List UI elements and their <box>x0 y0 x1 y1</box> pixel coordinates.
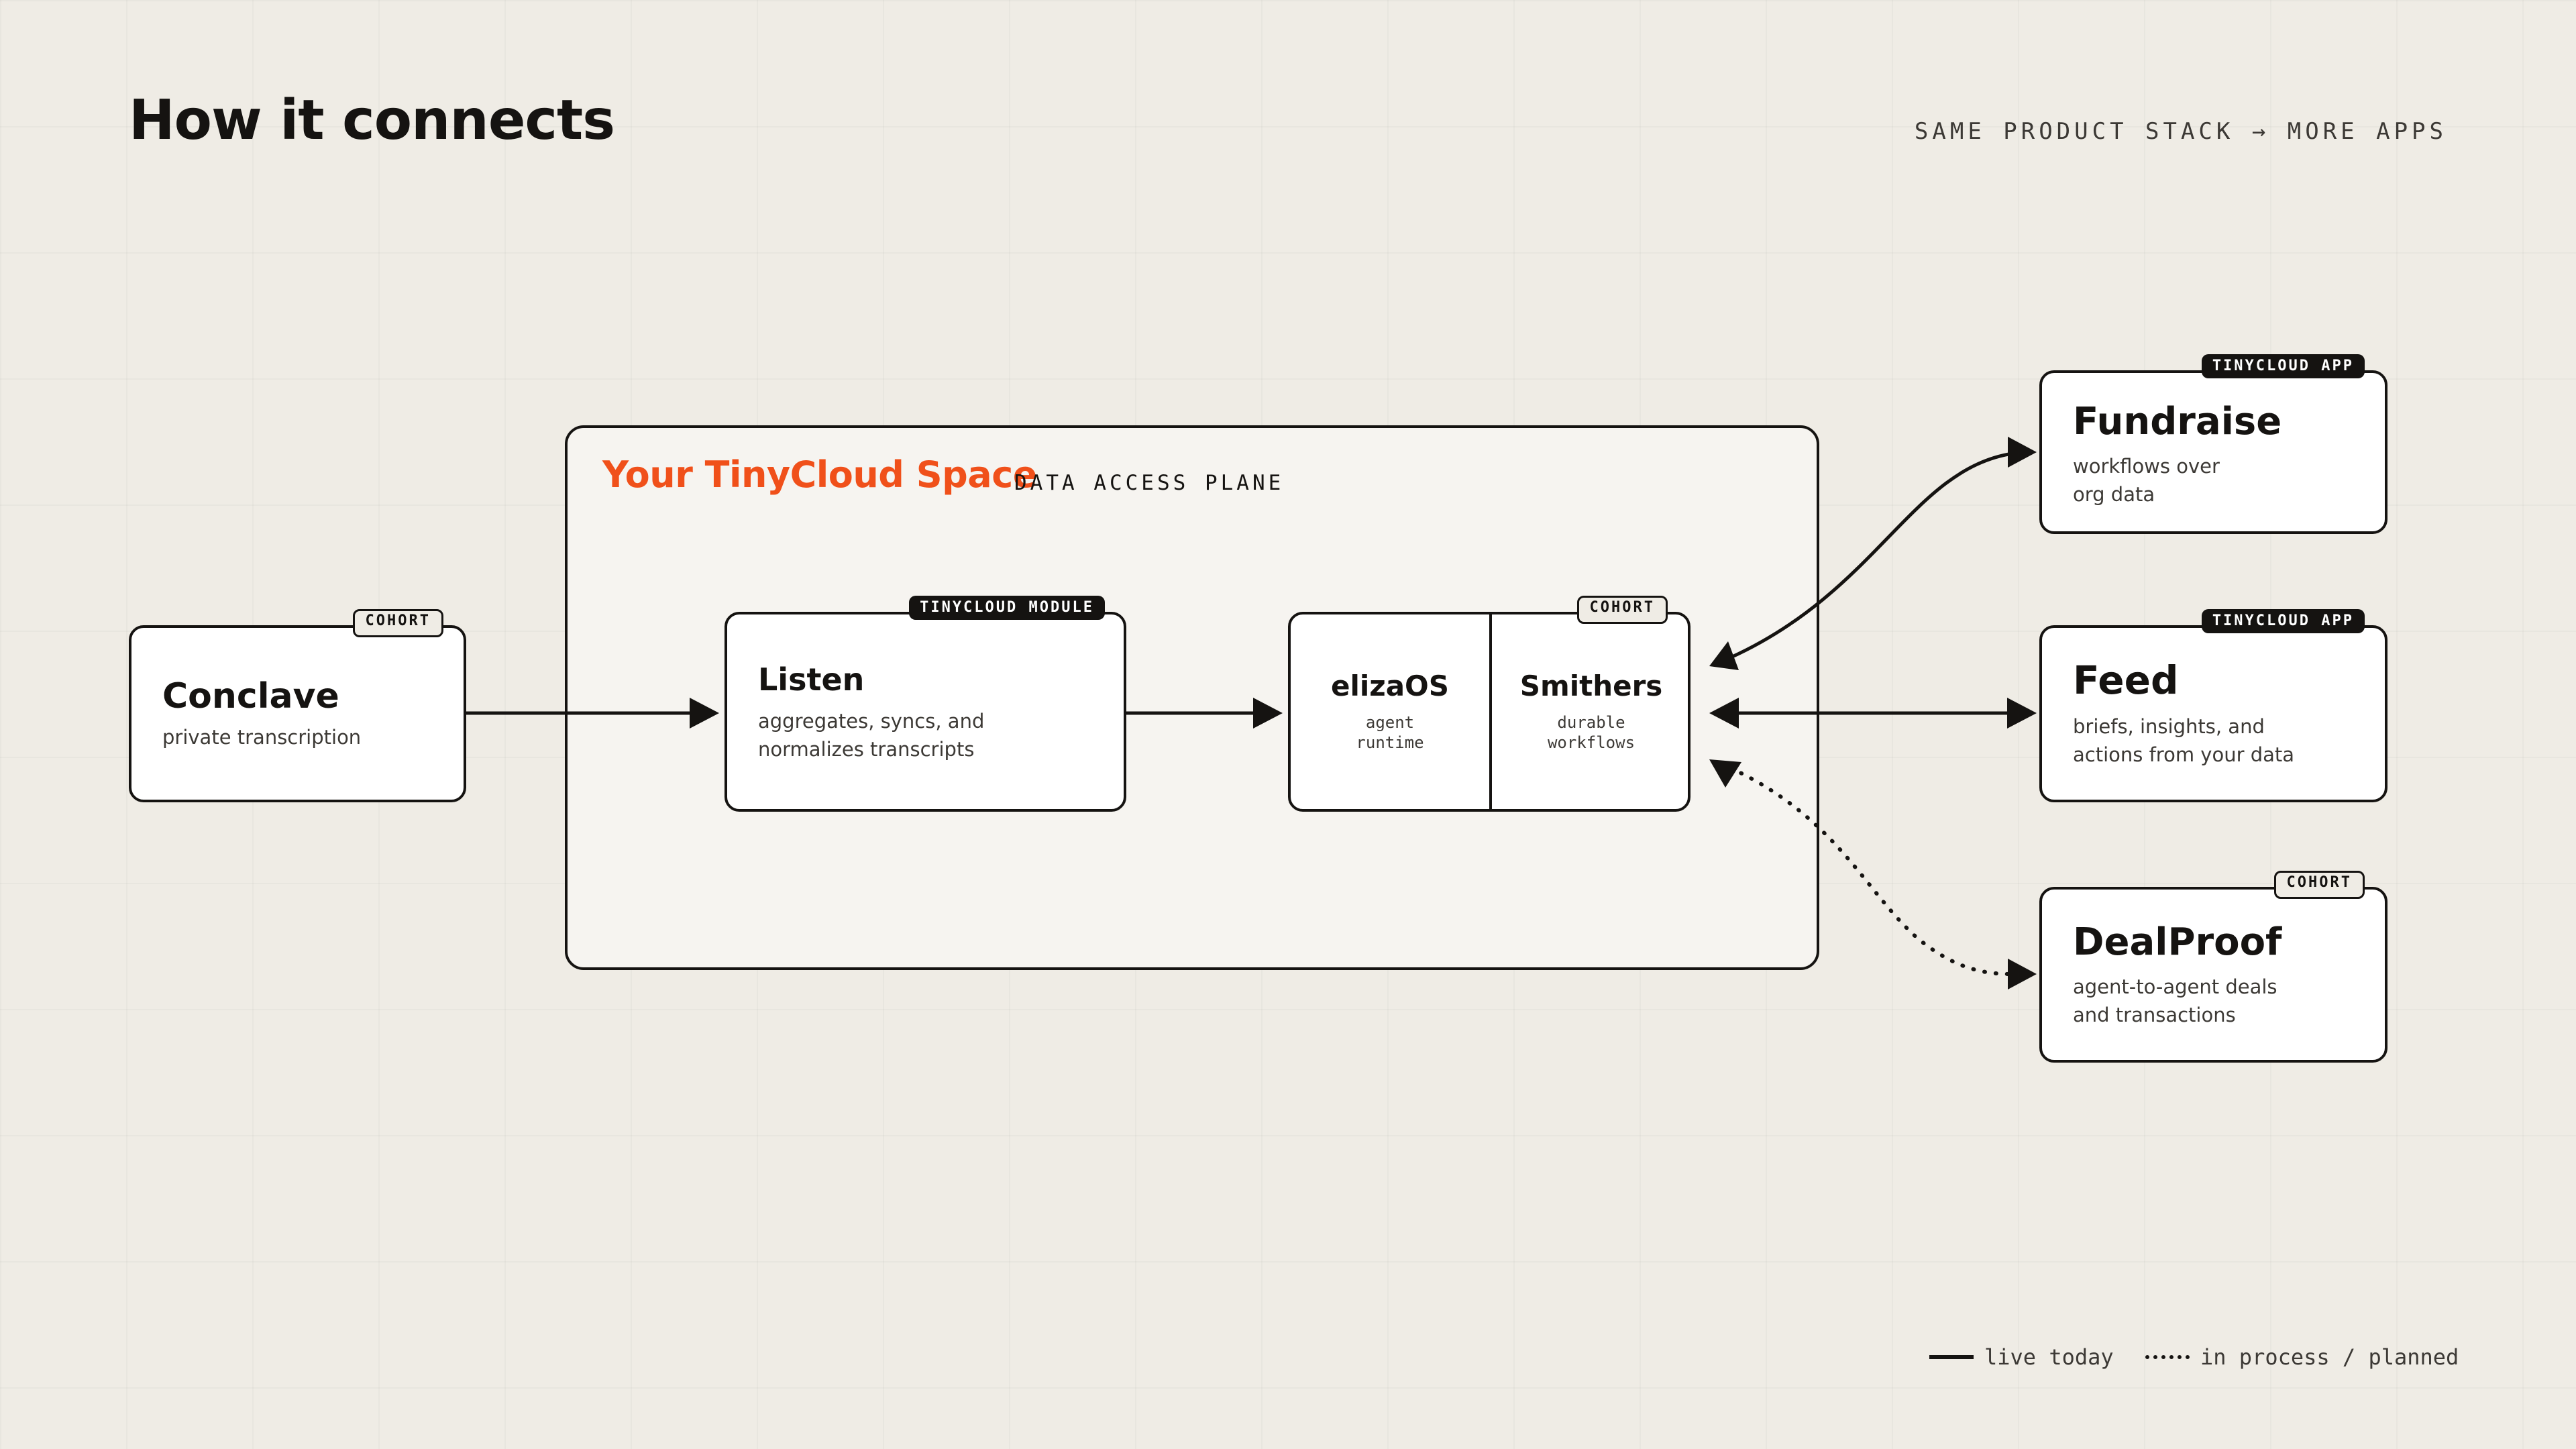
elizaos-desc-line1: agent <box>1365 713 1415 732</box>
space-title: Your TinyCloud Space <box>602 453 1037 496</box>
listen-desc: aggregates, syncs, and normalizes transc… <box>758 710 985 761</box>
fundraise-card: TINYCLOUD APP Fundraise workflows over o… <box>2039 354 2387 534</box>
arrowhead-eliza <box>1253 698 1283 729</box>
smithers-desc-line1: durable <box>1557 713 1625 732</box>
conclave-card: COHORT Conclave private transcription <box>129 609 466 802</box>
cohort-badge: COHORT <box>1576 596 1668 624</box>
conclave-desc: private transcription <box>162 726 362 749</box>
legend-dotted-line <box>2145 1355 2190 1359</box>
legend-solid-line <box>1929 1355 1974 1359</box>
arrowhead-smithers-bottom <box>1709 759 1741 788</box>
edge-smithers-dealproof <box>1729 766 2013 976</box>
feed-desc: briefs, insights, and actions from your … <box>2073 715 2295 766</box>
tagline: SAME PRODUCT STACK → MORE APPS <box>1914 118 2447 145</box>
tinycloud-app-badge: TINYCLOUD APP <box>2201 354 2365 378</box>
arrowhead-smithers-mid <box>1709 698 1739 729</box>
feed-card: TINYCLOUD APP Feed briefs, insights, and… <box>2039 609 2387 802</box>
arrowhead-dealproof <box>2008 959 2037 989</box>
fundraise-title: Fundraise <box>2073 400 2282 443</box>
legend-live-label: live today <box>1984 1344 2114 1370</box>
elizaos-title: elizaOS <box>1330 669 1450 702</box>
elizaos-desc: agent runtime <box>1291 712 1489 753</box>
legend-live: live today <box>1929 1344 2114 1370</box>
cohort-badge: COHORT <box>2273 871 2365 899</box>
smithers-desc-line2: workflows <box>1547 733 1635 752</box>
elizaos-desc-line2: runtime <box>1356 733 1424 752</box>
runtime-divider <box>1489 614 1492 809</box>
tinycloud-module-badge: TINYCLOUD MODULE <box>909 596 1105 620</box>
dealproof-card: COHORT DealProof agent-to-agent deals an… <box>2039 871 2387 1063</box>
conclave-title: Conclave <box>162 676 339 716</box>
smithers-title: Smithers <box>1519 669 1663 702</box>
dealproof-title: DealProof <box>2073 920 2282 964</box>
legend-planned: in process / planned <box>2145 1344 2459 1370</box>
feed-title: Feed <box>2073 657 2179 703</box>
edge-smithers-fundraise <box>1729 451 2013 659</box>
listen-card: TINYCLOUD MODULE Listen aggregates, sync… <box>724 596 1126 812</box>
legend-planned-label: in process / planned <box>2200 1344 2459 1370</box>
tinycloud-app-badge: TINYCLOUD APP <box>2201 609 2365 633</box>
fundraise-desc: workflows over org data <box>2073 455 2220 506</box>
arrowhead-listen <box>690 698 719 729</box>
dealproof-desc: agent-to-agent deals and transactions <box>2073 975 2277 1026</box>
space-subtitle: DATA ACCESS PLANE <box>1014 471 1285 495</box>
arrowhead-smithers-top <box>1709 641 1739 670</box>
arrowhead-feed <box>2007 698 2037 729</box>
arrowhead-fundraise <box>2008 437 2037 468</box>
page-title: How it connects <box>129 89 615 152</box>
cohort-badge: COHORT <box>352 609 443 637</box>
listen-title: Listen <box>758 661 865 698</box>
smithers-desc: durable workflows <box>1492 712 1690 753</box>
runtime-card: COHORT elizaOS agent runtime Smithers du… <box>1288 596 1690 812</box>
